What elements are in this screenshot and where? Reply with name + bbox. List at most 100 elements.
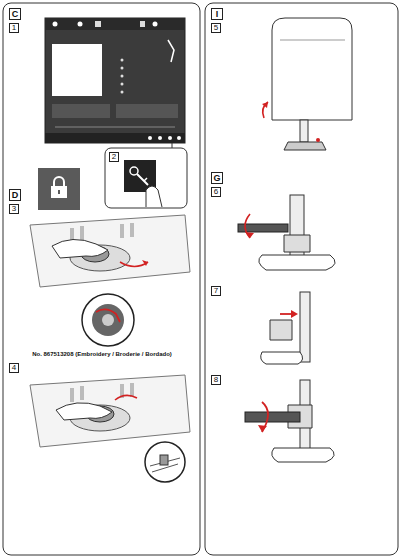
machine-head <box>272 18 352 120</box>
touch-screen <box>168 40 174 62</box>
bobbin-removal <box>120 224 124 238</box>
section-letter: D <box>9 189 21 201</box>
node-text: C <box>12 10 19 19</box>
presser-foot-removal <box>259 255 335 270</box>
step-number: 6 <box>211 187 221 197</box>
bobbin-removal <box>52 239 108 258</box>
panel-frame <box>3 3 200 555</box>
node-text: 1 <box>12 24 16 32</box>
step-number: 1 <box>9 23 19 33</box>
bobbin-removal <box>102 314 114 326</box>
touch-screen <box>78 22 83 27</box>
node-text: 3 <box>12 205 16 213</box>
touch-screen <box>172 143 173 148</box>
bobbin-insertion <box>80 386 84 400</box>
step-number: 8 <box>211 375 221 385</box>
machine-head <box>300 120 308 142</box>
touch-screen <box>53 22 58 27</box>
touch-screen <box>121 83 124 86</box>
bobbin-removal <box>80 226 84 240</box>
touch-screen <box>55 127 175 128</box>
presser-foot-tighten <box>245 380 334 462</box>
touch-screen <box>121 91 124 94</box>
bobbin-insertion <box>70 388 74 402</box>
key-icon <box>146 186 162 207</box>
lock-icon <box>51 186 67 198</box>
machine-head <box>316 138 320 142</box>
touch-screen <box>45 133 185 143</box>
step-number: 3 <box>9 204 19 214</box>
panel-frame <box>205 3 398 555</box>
touch-screen <box>121 59 124 62</box>
bobbin-insertion <box>56 403 112 420</box>
presser-foot-removal <box>238 195 335 270</box>
presser-foot-tighten <box>258 425 267 432</box>
node-text: 7 <box>214 287 218 295</box>
touch-screen <box>153 22 158 27</box>
touch-screen <box>45 18 185 143</box>
touch-screen <box>116 104 178 118</box>
presser-foot-attach <box>261 292 310 364</box>
lock-icon <box>38 168 80 210</box>
panel-frame <box>3 3 398 555</box>
bobbin-removal <box>92 304 124 336</box>
bobbin-removal <box>130 223 134 237</box>
presser-foot-attach <box>291 310 298 318</box>
presser-foot-attach <box>261 352 303 364</box>
touch-screen <box>45 18 185 148</box>
key-icon <box>130 167 138 175</box>
presser-foot-attach <box>300 292 310 362</box>
step-number: 5 <box>211 23 221 33</box>
machine-head <box>262 18 352 150</box>
bobbin-removal <box>30 215 190 287</box>
presser-foot-removal <box>245 232 254 238</box>
bobbin-removal <box>82 294 134 346</box>
presser-foot-removal <box>284 235 310 252</box>
node-text: D <box>12 191 19 200</box>
section-letter: I <box>211 8 223 20</box>
node-text: 8 <box>214 376 218 384</box>
bobbin-removal <box>142 260 148 266</box>
node-text: G <box>213 174 220 183</box>
section-letter: G <box>211 172 223 184</box>
touch-screen <box>177 136 181 140</box>
touch-screen <box>121 75 124 78</box>
bobbin-insertion <box>30 375 190 447</box>
node-text: 6 <box>214 188 218 196</box>
bobbin-insertion <box>130 383 134 397</box>
section-letter: C <box>9 8 21 20</box>
key-icon <box>144 178 147 181</box>
step-number: 7 <box>211 286 221 296</box>
node-text: 5 <box>214 24 218 32</box>
machine-head <box>280 40 345 41</box>
bobbin-insertion <box>115 395 137 400</box>
machine-head <box>262 102 268 108</box>
node-text: 2 <box>112 153 116 161</box>
touch-screen <box>52 44 102 96</box>
presser-foot-tighten <box>245 412 300 422</box>
bobbin-removal <box>30 215 190 346</box>
presser-foot-attach <box>270 320 292 340</box>
touch-screen <box>158 136 162 140</box>
key-icon <box>105 148 187 208</box>
presser-foot-tighten <box>272 448 334 462</box>
bobbin-insertion <box>30 375 190 482</box>
machine-head <box>284 142 326 150</box>
node-text: 4 <box>12 364 16 372</box>
lock-icon <box>58 190 60 194</box>
bobbin-insertion <box>160 455 168 465</box>
bobbin-removal <box>96 309 120 322</box>
touch-screen <box>52 104 110 118</box>
step-number: 4 <box>9 363 19 373</box>
lock-icon <box>38 168 80 210</box>
key-icon <box>137 174 148 185</box>
touch-screen <box>45 18 185 30</box>
touch-screen <box>168 136 172 140</box>
touch-screen <box>95 21 101 27</box>
bobbin-insertion <box>145 442 185 482</box>
step-number: 2 <box>109 152 119 162</box>
node-text: I <box>216 10 219 19</box>
